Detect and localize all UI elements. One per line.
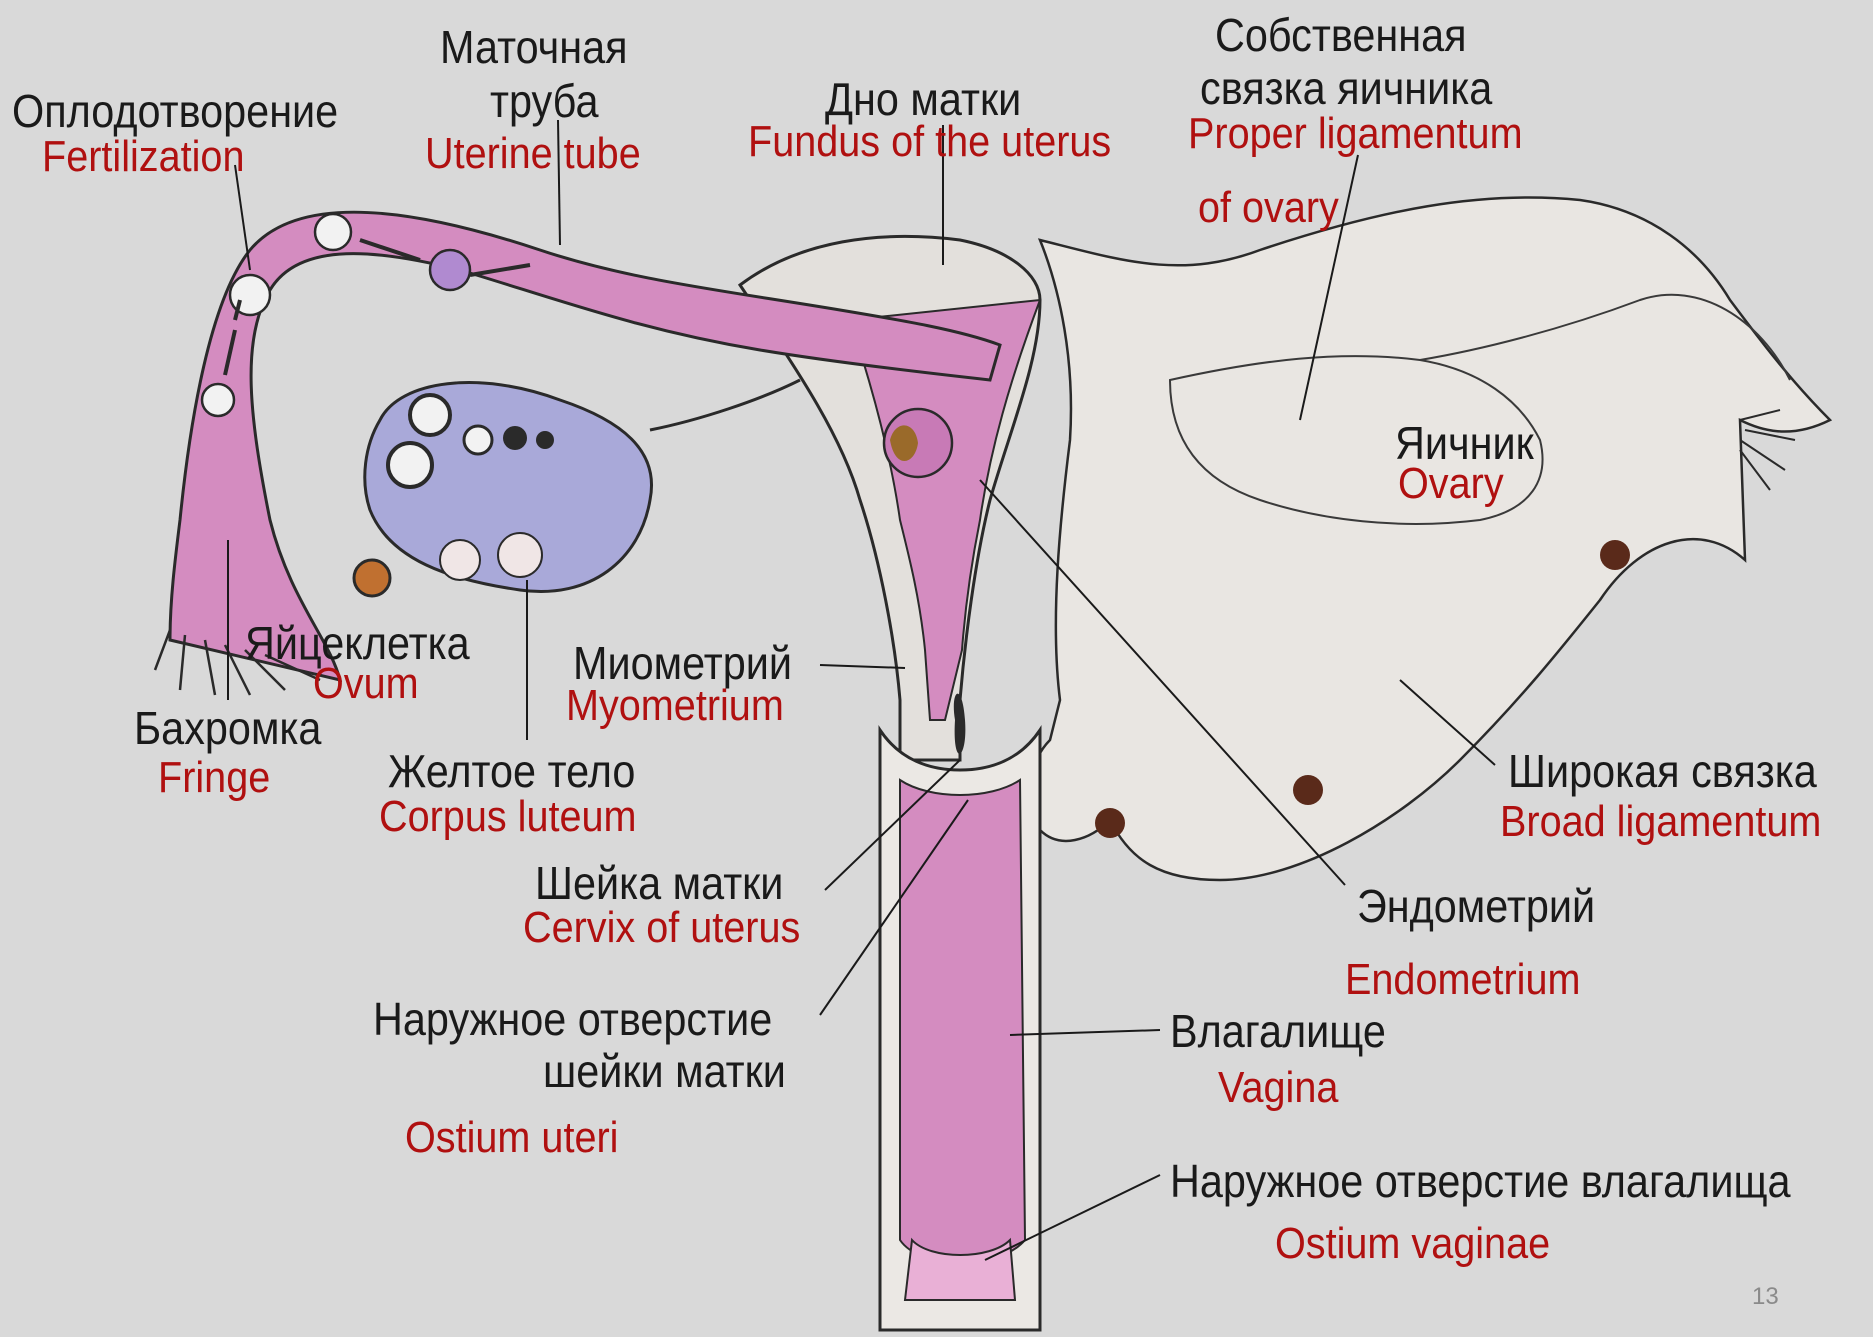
myometrium-label-en: Myometrium (566, 684, 784, 728)
cervix-and-vagina (880, 694, 1040, 1330)
proper-ligament-label-ru-1: Собственная (1215, 12, 1467, 58)
ostium-uteri-label-en: Ostium uteri (405, 1116, 618, 1160)
uterine-tube-label-en: Uterine tube (425, 132, 641, 176)
corpus-luteum-label-ru: Желтое тело (388, 748, 635, 794)
proper-ligament-label-en-1: Proper ligamentum (1188, 112, 1523, 156)
fundus-label-ru: Дно матки (825, 76, 1021, 122)
fringe-label-ru: Бахромка (134, 705, 321, 751)
proper-ligament-label-ru-2: связка яичника (1200, 65, 1492, 111)
page-number: 13 (1752, 1285, 1779, 1309)
proper-ligament-label-en-2: of ovary (1198, 186, 1339, 230)
ostium-vaginae-label-en: Ostium vaginae (1275, 1222, 1550, 1266)
cervix-label-ru: Шейка матки (535, 860, 783, 906)
fringe-label-en: Fringe (158, 756, 270, 800)
endometrium-label-en: Endometrium (1345, 958, 1581, 1002)
ovary-label-en: Ovary (1398, 462, 1504, 506)
vagina-label-ru: Влагалище (1170, 1008, 1386, 1054)
ostium-uteri-label-ru-1: Наружное отверстие (373, 996, 772, 1042)
corpus-luteum-label-en: Corpus luteum (379, 795, 637, 839)
endometrium-label-ru: Эндометрий (1357, 883, 1595, 929)
ovum-label-en: Ovum (313, 662, 419, 706)
ovary-left (354, 380, 800, 596)
ostium-uteri-label-ru-2: шейки матки (543, 1048, 786, 1094)
broad-ligament-label-en: Broad ligamentum (1500, 800, 1821, 844)
cervix-label-en: Cervix of uterus (523, 906, 800, 950)
uterine-tube-label-ru-2: труба (490, 78, 598, 124)
ostium-vaginae-label-ru: Наружное отверстие влагалища (1170, 1158, 1791, 1204)
uterine-tube-label-ru-1: Маточная (440, 24, 628, 70)
fertilization-label-ru: Оплодотворение (12, 88, 338, 134)
myometrium-label-ru: Миометрий (573, 640, 792, 686)
broad-ligament-label-ru: Широкая связка (1508, 748, 1817, 794)
fertilization-label-en: Fertilization (42, 135, 244, 179)
vagina-label-en: Vagina (1218, 1066, 1338, 1110)
fundus-label-en: Fundus of the uterus (748, 120, 1111, 164)
